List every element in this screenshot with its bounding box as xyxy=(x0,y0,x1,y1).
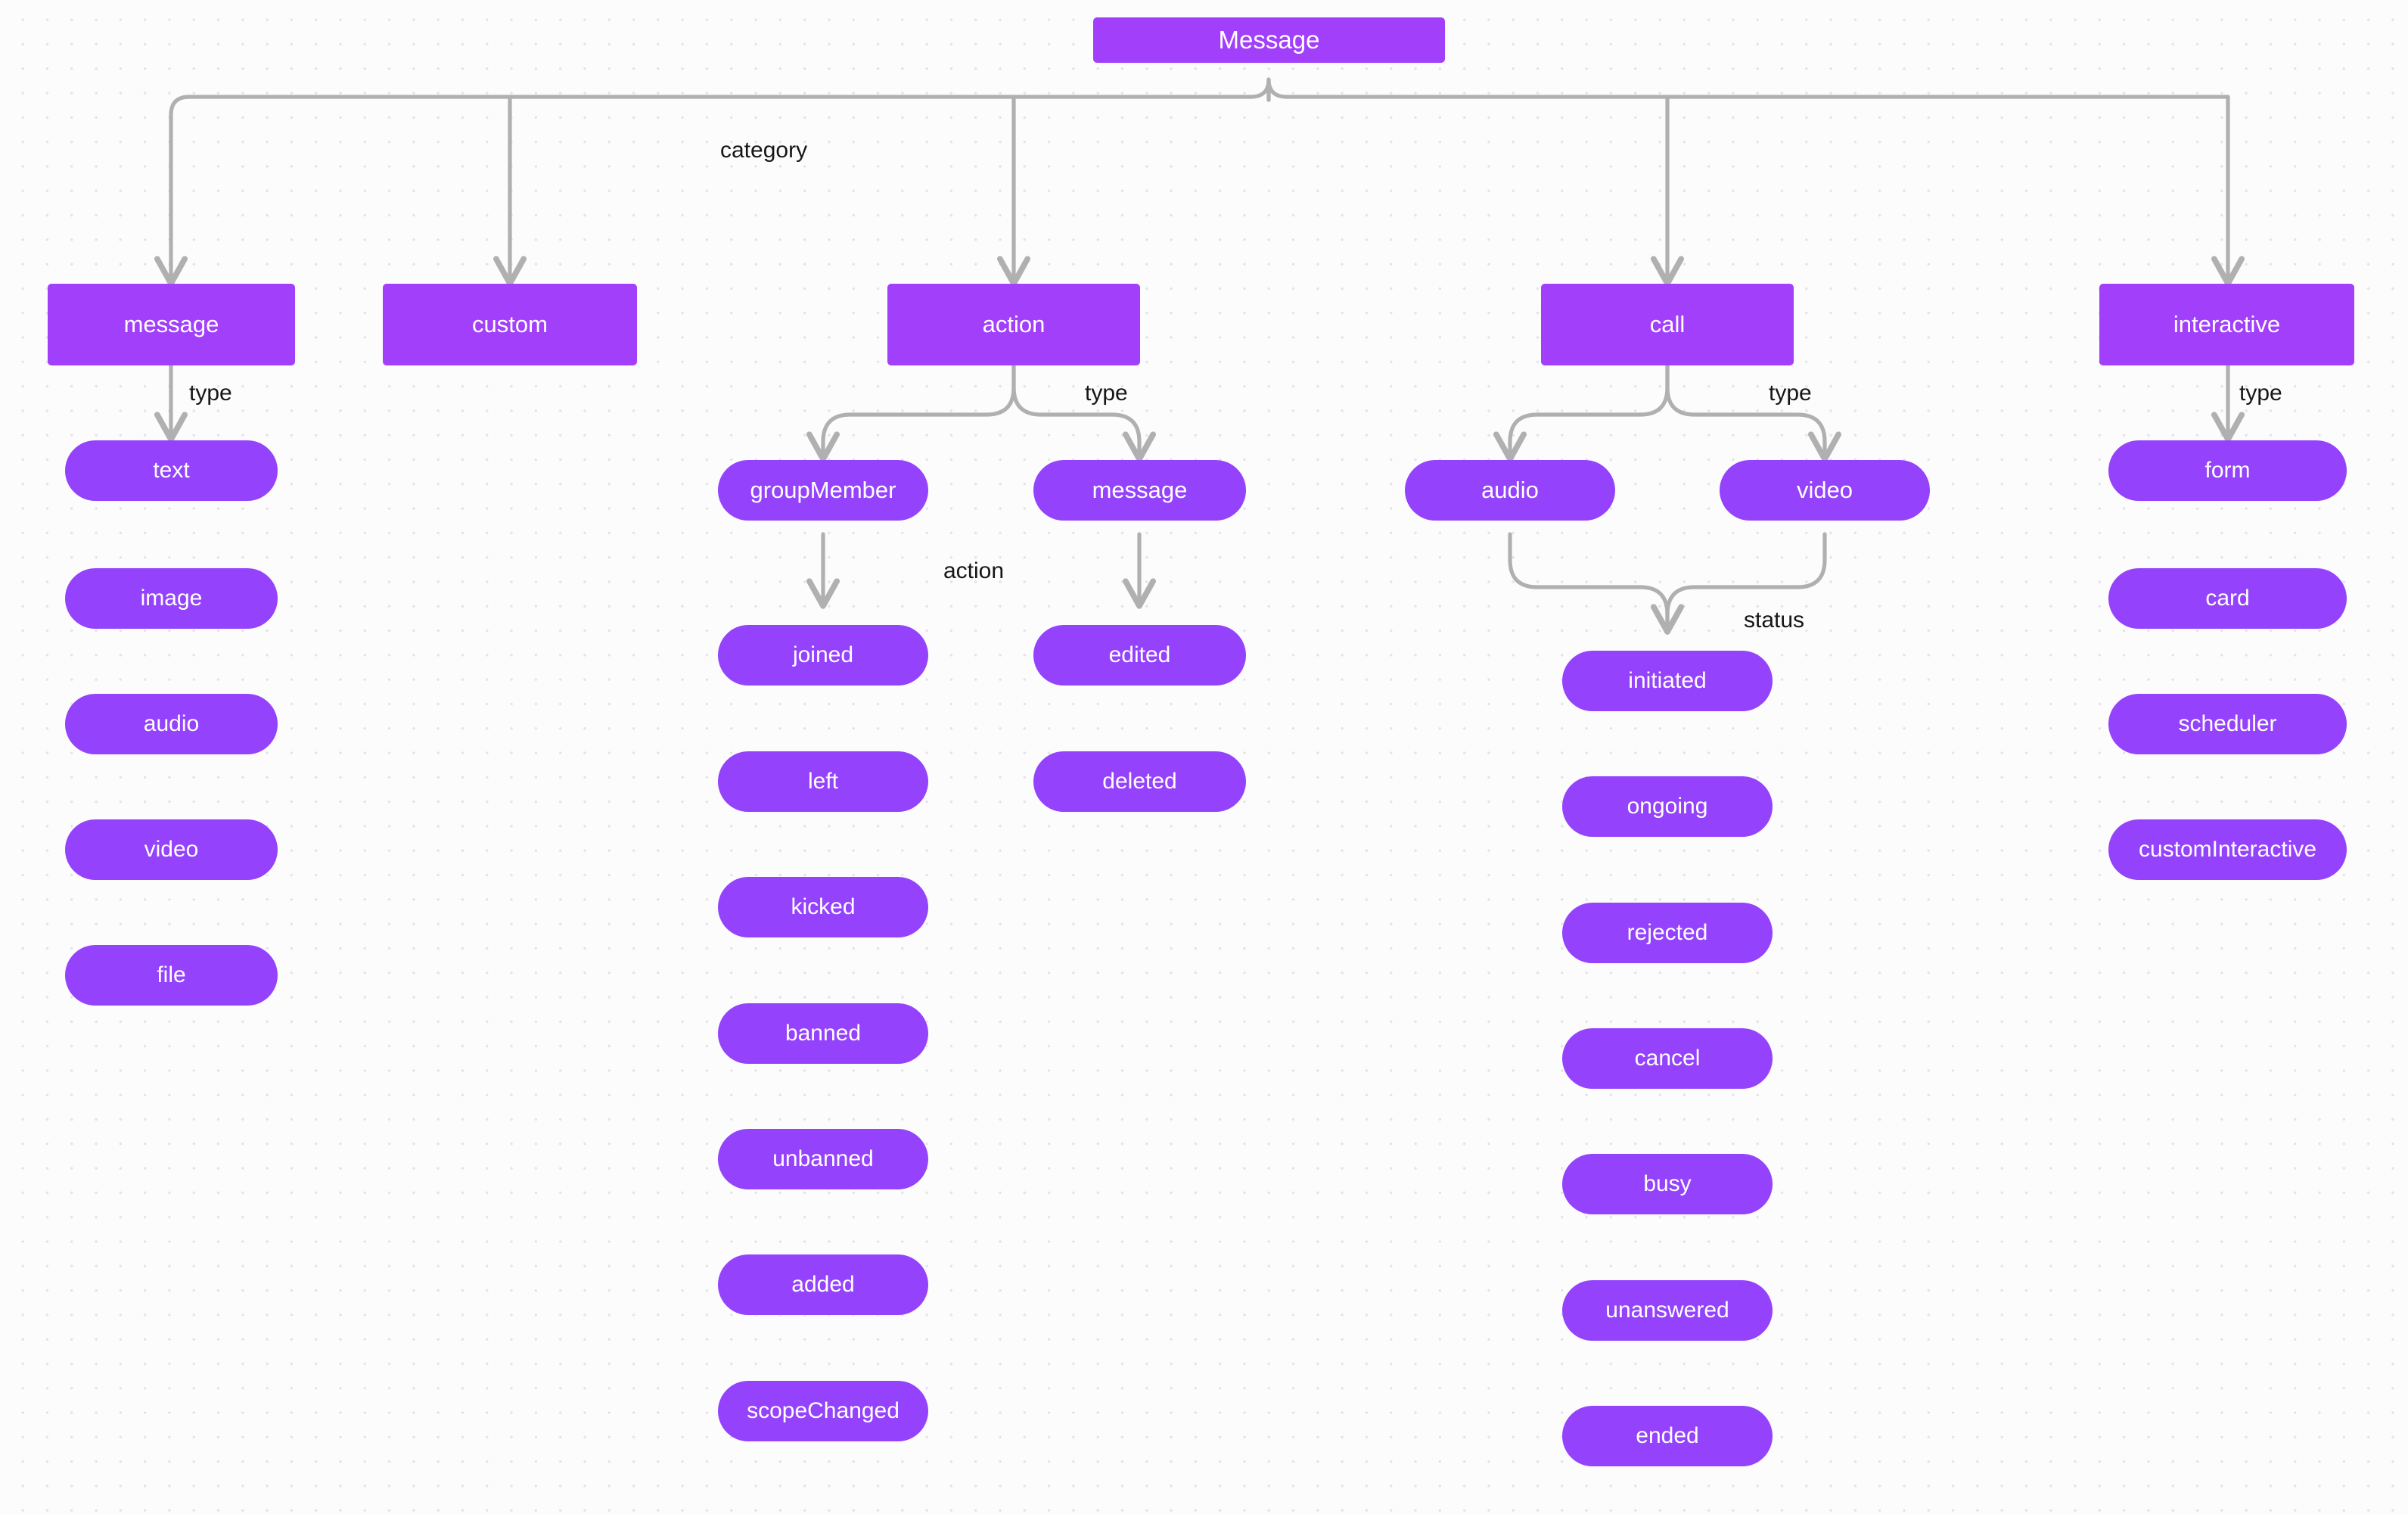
node-label: ongoing xyxy=(1627,794,1708,819)
node-label: ended xyxy=(1636,1423,1699,1448)
node-leaf-groupmember-action-unbanned[interactable]: unbanned xyxy=(718,1129,928,1189)
edge-call-to-audio xyxy=(1510,364,1670,457)
node-label: custom xyxy=(472,311,548,338)
edge-audio-to-initiated xyxy=(1508,532,1667,630)
node-leaf-message-type-image[interactable]: image xyxy=(65,568,278,629)
node-leaf-call-status-busy[interactable]: busy xyxy=(1562,1154,1773,1214)
node-label: Message xyxy=(1218,26,1320,54)
node-leaf-interactive-type-custominteractive[interactable]: customInteractive xyxy=(2108,819,2347,880)
node-label: scopeChanged xyxy=(747,1398,900,1423)
node-label: card xyxy=(2205,586,2250,611)
node-leaf-groupmember-action-joined[interactable]: joined xyxy=(718,625,928,685)
edge-root-stem-right xyxy=(1266,77,1289,102)
node-leaf-groupmember-action-added[interactable]: added xyxy=(718,1254,928,1315)
node-leaf-message-action-edited[interactable]: edited xyxy=(1033,625,1246,685)
node-label: file xyxy=(157,962,186,987)
edge-label-message-type: type xyxy=(189,381,232,406)
edge-label-call-type: type xyxy=(1769,381,1812,406)
node-leaf-groupmember-action-banned[interactable]: banned xyxy=(718,1003,928,1064)
node-leaf-message-type-audio[interactable]: audio xyxy=(65,694,278,754)
node-label: groupMember xyxy=(750,477,896,504)
node-leaf-groupmember-action-scopechanged[interactable]: scopeChanged xyxy=(718,1381,928,1441)
node-leaf-call-status-ended[interactable]: ended xyxy=(1562,1406,1773,1466)
node-label: form xyxy=(2204,458,2251,483)
edge-label-action-action: action xyxy=(943,558,1005,583)
node-leaf-call-status-initiated[interactable]: initiated xyxy=(1562,651,1773,711)
node-label: left xyxy=(807,769,839,794)
node-sub-call-type-audio[interactable]: audio xyxy=(1405,460,1615,521)
node-label: joined xyxy=(792,642,854,667)
edge-label-category: category xyxy=(720,138,808,163)
edge-label-interactive-type: type xyxy=(2239,381,2282,406)
node-label: customInteractive xyxy=(2138,837,2317,862)
node-leaf-interactive-type-form[interactable]: form xyxy=(2108,440,2347,501)
node-leaf-message-type-video[interactable]: video xyxy=(65,819,278,880)
node-leaf-message-type-text[interactable]: text xyxy=(65,440,278,501)
node-leaf-interactive-type-scheduler[interactable]: scheduler xyxy=(2108,694,2347,754)
edge-to-message xyxy=(171,95,191,281)
node-label: message xyxy=(123,311,219,338)
edge-label-action-type: type xyxy=(1085,381,1128,406)
node-label: added xyxy=(791,1272,855,1297)
node-label: deleted xyxy=(1102,769,1177,794)
node-leaf-interactive-type-card[interactable]: card xyxy=(2108,568,2347,629)
node-label: audio xyxy=(1481,477,1539,504)
node-label: call xyxy=(1649,311,1686,338)
node-label: video xyxy=(144,837,199,862)
edge-label-call-status: status xyxy=(1744,608,1805,633)
node-label: audio xyxy=(143,711,200,736)
node-label: action xyxy=(982,311,1046,338)
node-label: banned xyxy=(785,1021,862,1046)
node-label: unanswered xyxy=(1605,1298,1729,1323)
node-root-message[interactable]: Message xyxy=(1093,17,1445,63)
node-label: unbanned xyxy=(772,1146,874,1171)
node-leaf-call-status-rejected[interactable]: rejected xyxy=(1562,903,1773,963)
edge-call-to-video xyxy=(1665,364,1825,457)
node-label: cancel xyxy=(1634,1046,1701,1071)
edge-action-to-message xyxy=(1011,364,1139,457)
node-branch-message[interactable]: message xyxy=(48,284,295,365)
node-leaf-call-status-ongoing[interactable]: ongoing xyxy=(1562,776,1773,837)
node-leaf-groupmember-action-left[interactable]: left xyxy=(718,751,928,812)
node-label: video xyxy=(1796,477,1853,504)
node-label: initiated xyxy=(1628,668,1707,693)
node-label: scheduler xyxy=(2178,711,2277,736)
node-label: kicked xyxy=(791,894,856,919)
node-branch-interactive[interactable]: interactive xyxy=(2099,284,2354,365)
node-leaf-call-status-cancel[interactable]: cancel xyxy=(1562,1028,1773,1089)
edge-action-to-groupmember xyxy=(823,364,1016,457)
node-sub-action-type-message[interactable]: message xyxy=(1033,460,1246,521)
node-label: message xyxy=(1092,477,1188,504)
node-label: image xyxy=(140,586,203,611)
node-leaf-call-status-unanswered[interactable]: unanswered xyxy=(1562,1280,1773,1341)
node-branch-custom[interactable]: custom xyxy=(383,284,637,365)
node-leaf-message-type-file[interactable]: file xyxy=(65,945,278,1006)
node-label: text xyxy=(153,458,190,483)
node-label: interactive xyxy=(2173,311,2281,338)
node-label: busy xyxy=(1643,1171,1692,1196)
node-branch-action[interactable]: action xyxy=(887,284,1140,365)
node-leaf-groupmember-action-kicked[interactable]: kicked xyxy=(718,877,928,937)
node-sub-call-type-video[interactable]: video xyxy=(1720,460,1930,521)
edge-root-stem-left xyxy=(1248,77,1271,102)
node-branch-call[interactable]: call xyxy=(1541,284,1794,365)
node-label: edited xyxy=(1108,642,1171,667)
node-sub-action-type-groupmember[interactable]: groupMember xyxy=(718,460,928,521)
node-label: rejected xyxy=(1627,920,1708,945)
node-leaf-message-action-deleted[interactable]: deleted xyxy=(1033,751,1246,812)
